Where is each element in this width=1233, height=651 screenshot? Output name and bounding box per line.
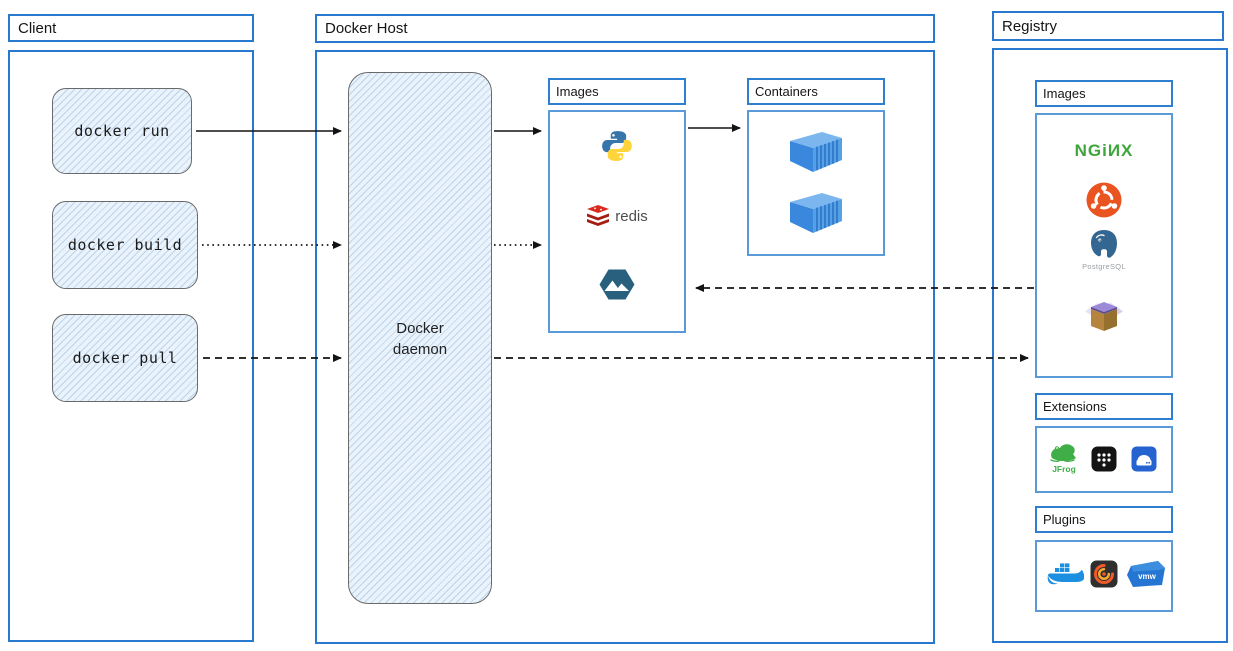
redis-item: redis — [578, 205, 656, 227]
vmware-icon: vmw — [1125, 559, 1167, 589]
disk-app-icon — [1131, 446, 1157, 472]
nginx-icon: NGiИX — [1074, 141, 1134, 160]
containers-title-text: Containers — [755, 84, 818, 99]
registry-images-panel-title: Images — [1035, 80, 1173, 107]
docker-pull-box: docker pull — [52, 314, 198, 402]
docker-build-label: docker build — [67, 236, 183, 254]
host-images-panel-title: Images — [548, 78, 686, 105]
docker-run-label: docker run — [74, 122, 170, 140]
container-icon — [787, 129, 845, 173]
ubuntu-icon — [1086, 182, 1122, 218]
docker-whale-icon — [1046, 561, 1084, 589]
docker-pull-label: docker pull — [72, 349, 178, 367]
redis-icon — [586, 205, 610, 227]
postgresql-icon — [1087, 228, 1121, 262]
docker-daemon — [348, 72, 492, 604]
package-box-icon — [1082, 299, 1126, 333]
redis-label: redis — [615, 207, 648, 225]
registry-images-title-text: Images — [1043, 86, 1086, 101]
containers-panel-title: Containers — [747, 78, 885, 105]
jfrog-icon: JFrog — [1047, 440, 1081, 474]
docker-run-box: docker run — [52, 88, 192, 174]
vmware-label: vmw — [1138, 572, 1157, 581]
docker-host-title-text: Docker Host — [325, 20, 408, 37]
postgresql-label: PostgreSQL — [1082, 262, 1126, 271]
jfrog-label: JFrog — [1052, 464, 1076, 474]
docker-build-box: docker build — [52, 201, 198, 289]
host-images-title-text: Images — [556, 84, 599, 99]
plugins-panel-title: Plugins — [1035, 506, 1173, 533]
docker-host-section-title: Docker Host — [315, 14, 935, 43]
app-grid-icon — [1091, 446, 1117, 472]
extensions-title-text: Extensions — [1043, 399, 1107, 414]
grafana-icon — [1090, 560, 1118, 588]
container-icon — [787, 190, 845, 234]
plugins-title-text: Plugins — [1043, 512, 1086, 527]
client-title-text: Client — [18, 19, 57, 37]
python-icon — [600, 129, 634, 163]
extensions-panel-title: Extensions — [1035, 393, 1173, 420]
alpine-icon — [599, 269, 635, 300]
docker-daemon-label: Docker daemon — [392, 320, 448, 358]
registry-title-text: Registry — [1002, 17, 1058, 35]
client-section-title: Client — [8, 14, 254, 42]
registry-section-title: Registry — [992, 11, 1224, 41]
